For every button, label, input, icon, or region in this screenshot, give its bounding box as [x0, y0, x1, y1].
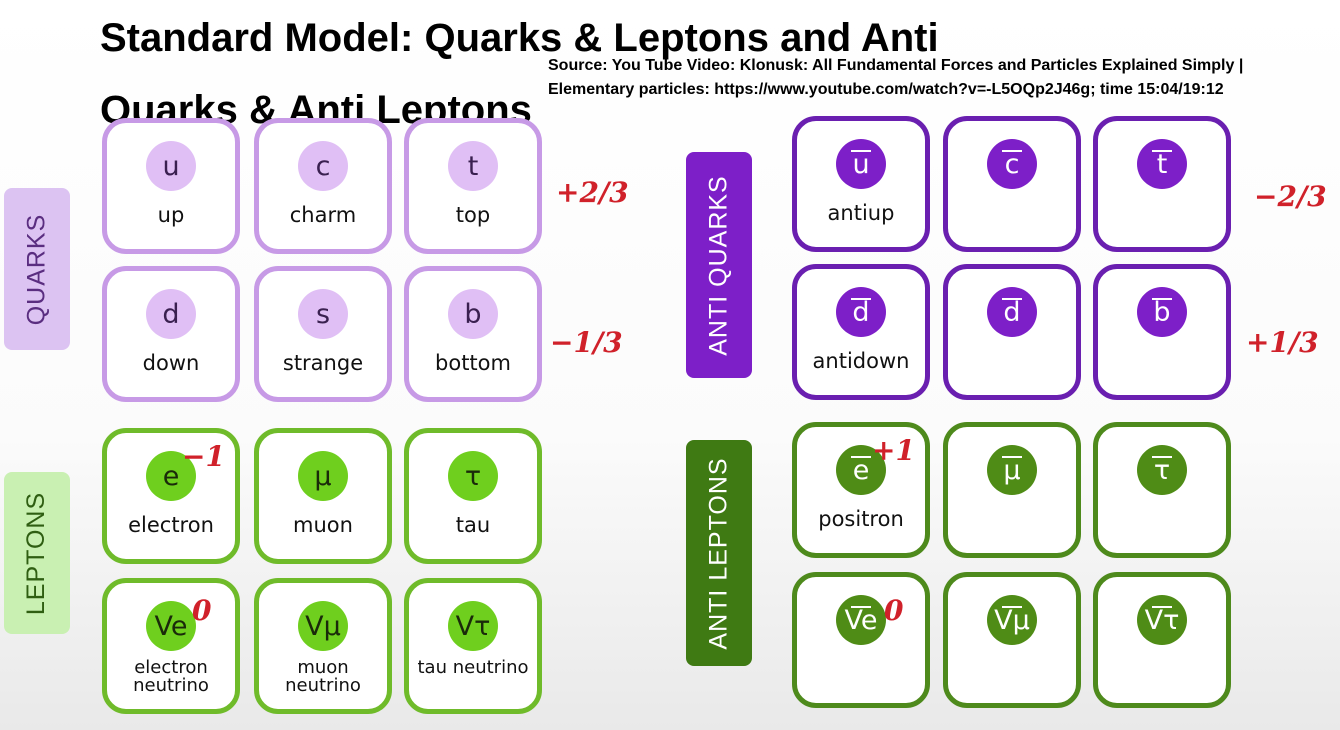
particle-card-tau-antineutrino: Vτ [1093, 572, 1231, 708]
particle-name: up [157, 203, 185, 227]
particle-card-top: t top [404, 118, 542, 254]
particle-name: antiup [827, 201, 895, 225]
particle-card-antiup: u antiup [792, 116, 930, 252]
charge-down-type: −1/3 [550, 326, 623, 359]
particle-name: bottom [435, 351, 511, 375]
particle-name: antidown [812, 349, 910, 373]
particle-card-antitau: τ [1093, 422, 1231, 558]
charge-positron: +1 [872, 434, 915, 467]
page-title: Standard Model: Quarks & Leptons and Ant… [100, 16, 939, 132]
particle-symbol: b [1137, 287, 1187, 337]
particle-symbol: μ [298, 451, 348, 501]
charge-electron: −1 [182, 440, 225, 473]
particle-symbol: c [987, 139, 1037, 189]
charge-anti-neutrino: 0 [884, 594, 904, 627]
particle-name: electron [128, 513, 214, 537]
particle-symbol: u [836, 139, 886, 189]
particle-symbol: Vτ [448, 601, 498, 651]
particle-card-down: d down [102, 266, 240, 402]
charge-anti-down-type: +1/3 [1246, 326, 1319, 359]
particle-name: electron neutrino [133, 657, 209, 696]
leptons-label-text: LEPTONS [22, 491, 51, 615]
charge-neutrino: 0 [192, 594, 212, 627]
particle-symbol: d [836, 287, 886, 337]
particle-card-bottom: b bottom [404, 266, 542, 402]
particle-symbol: c [298, 141, 348, 191]
particle-card-muon: μ muon [254, 428, 392, 564]
particle-card-muon-antineutrino: Vμ [943, 572, 1081, 708]
particle-symbol: d [146, 289, 196, 339]
charge-anti-up-type: −2/3 [1254, 180, 1327, 213]
particle-symbol: e [146, 451, 196, 501]
particle-card-antimuon: μ [943, 422, 1081, 558]
particle-name: down [142, 351, 200, 375]
particle-card-tau-neutrino: Vτ tau neutrino [404, 578, 542, 714]
particle-card-up: u up [102, 118, 240, 254]
particle-card-antistrange: d [943, 264, 1081, 400]
particle-name: tau [455, 513, 491, 537]
particle-card-anticharm: c [943, 116, 1081, 252]
particle-name: muon [293, 513, 353, 537]
particle-card-antidown: d antidown [792, 264, 930, 400]
particle-card-electron-antineutrino: Ve [792, 572, 930, 708]
particle-symbol: Ve [146, 601, 196, 651]
particle-symbol: τ [1137, 445, 1187, 495]
particle-symbol: d [987, 287, 1037, 337]
particle-symbol: Ve [836, 595, 886, 645]
particle-symbol: Vτ [1137, 595, 1187, 645]
particle-symbol: μ [987, 445, 1037, 495]
particle-symbol: t [1137, 139, 1187, 189]
source-caption: Source: You Tube Video: Klonusk: All Fun… [548, 57, 1244, 98]
particle-card-electron: e electron [102, 428, 240, 564]
particle-symbol: s [298, 289, 348, 339]
anti-leptons-label: ANTI LEPTONS [686, 440, 752, 666]
particle-symbol: e [836, 445, 886, 495]
quarks-label-text: QUARKS [22, 213, 51, 325]
anti-quarks-label: ANTI QUARKS [686, 152, 752, 378]
particle-card-tau: τ tau [404, 428, 542, 564]
particle-symbol: Vμ [298, 601, 348, 651]
particle-card-electron-neutrino: Ve electron neutrino [102, 578, 240, 714]
particle-symbol: t [448, 141, 498, 191]
particle-symbol: τ [448, 451, 498, 501]
particle-name: muon neutrino [285, 657, 361, 696]
leptons-label: LEPTONS [4, 472, 70, 634]
anti-quarks-label-text: ANTI QUARKS [704, 174, 733, 356]
anti-leptons-label-text: ANTI LEPTONS [704, 456, 733, 650]
particle-card-positron: e positron [792, 422, 930, 558]
particle-card-muon-neutrino: Vμ muon neutrino [254, 578, 392, 714]
particle-card-antibottom: b [1093, 264, 1231, 400]
particle-name: charm [289, 203, 357, 227]
particle-name: tau neutrino [417, 657, 529, 678]
particle-card-strange: s strange [254, 266, 392, 402]
particle-name: top [455, 203, 491, 227]
charge-up-type: +2/3 [556, 176, 629, 209]
particle-name: strange [282, 351, 364, 375]
quarks-label: QUARKS [4, 188, 70, 350]
particle-card-charm: c charm [254, 118, 392, 254]
particle-name: positron [818, 507, 904, 531]
particle-symbol: Vμ [987, 595, 1037, 645]
particle-symbol: b [448, 289, 498, 339]
particle-card-antitop: t [1093, 116, 1231, 252]
particle-symbol: u [146, 141, 196, 191]
